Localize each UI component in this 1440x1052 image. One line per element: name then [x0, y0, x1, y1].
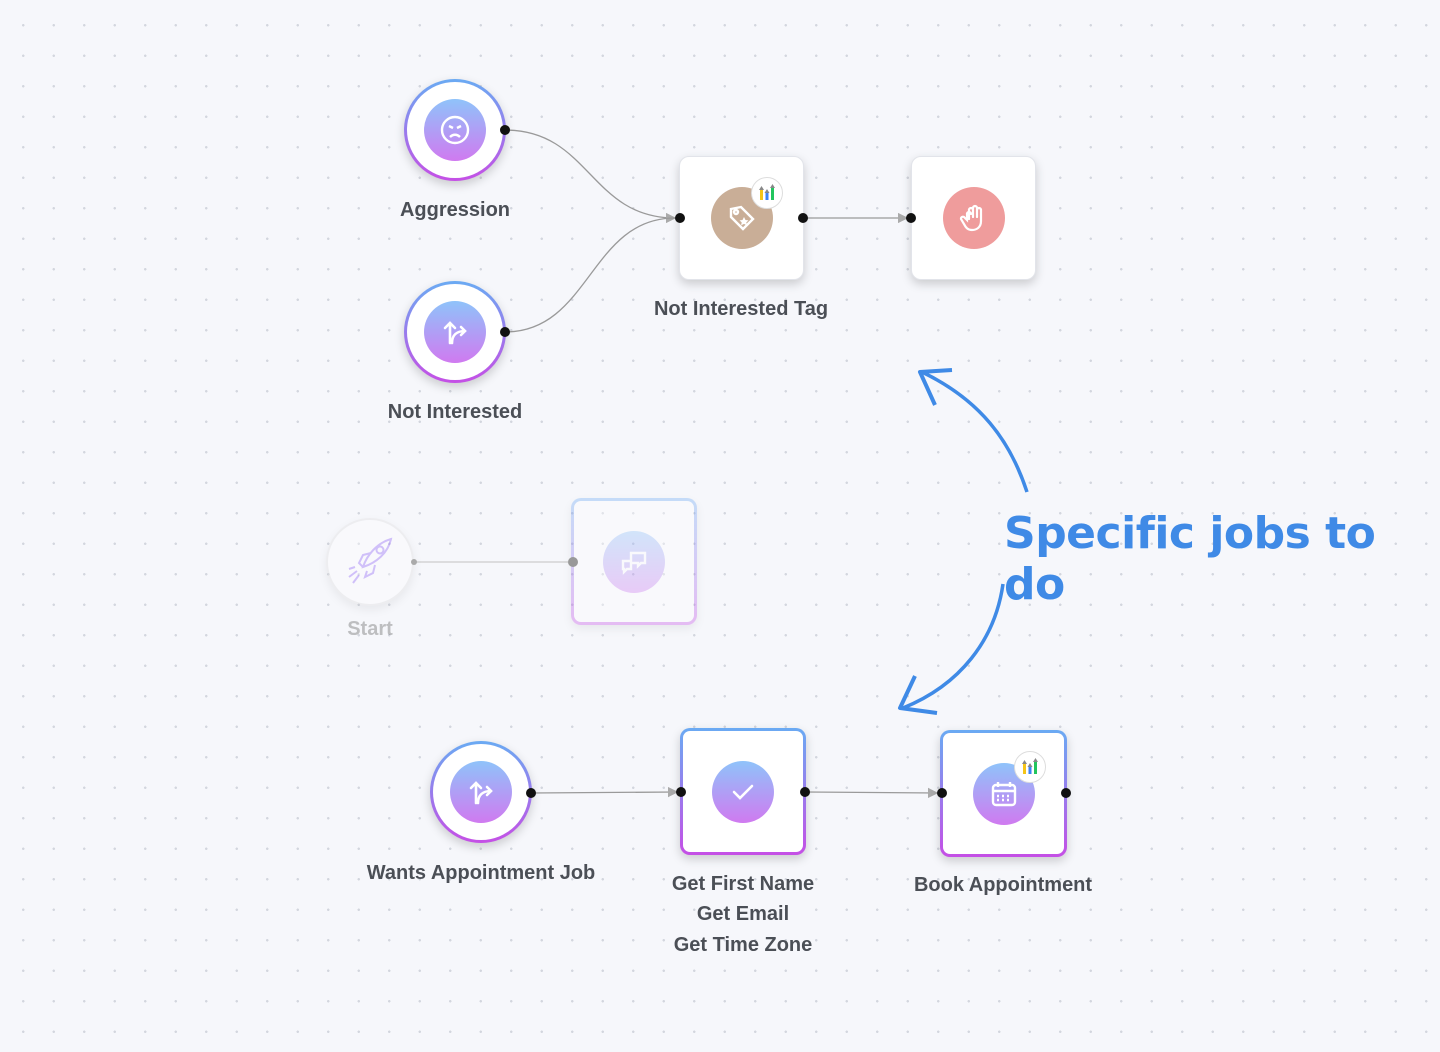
start-label: Start: [347, 618, 393, 640]
chat-bubbles-icon: [603, 530, 665, 593]
annotation-text: Specific jobs to do: [1004, 508, 1376, 610]
start-node[interactable]: [326, 518, 414, 606]
stop-node[interactable]: [911, 156, 1036, 280]
check-icon: [712, 760, 774, 823]
output-handle[interactable]: [526, 788, 536, 798]
not-interested-tag-node[interactable]: [679, 156, 804, 280]
hand-stop-icon: [942, 187, 1005, 249]
edge-aggression-tag: [504, 129, 677, 224]
collect-first-name-label: Get First Name: [671, 873, 815, 895]
input-handle[interactable]: [675, 213, 685, 223]
integration-logo-icon: [751, 177, 783, 209]
output-handle[interactable]: [798, 213, 808, 223]
book-appointment-node[interactable]: [940, 730, 1067, 857]
edge-notinterested-tag: [504, 217, 676, 333]
rocket-icon: [343, 533, 397, 592]
input-handle[interactable]: [906, 213, 916, 223]
collect-timezone-label: Get Time Zone: [673, 934, 813, 956]
output-handle[interactable]: [1061, 788, 1071, 798]
integration-logo-icon: [1014, 751, 1046, 783]
wants-appointment-node[interactable]: [430, 741, 532, 843]
chat-node[interactable]: [571, 498, 697, 625]
edge-collect-book: [805, 787, 939, 799]
collect-email-label: Get Email: [696, 903, 790, 925]
edge-wants-collect: [530, 786, 679, 798]
input-handle[interactable]: [568, 557, 578, 567]
output-handle[interactable]: [411, 559, 417, 565]
input-handle[interactable]: [676, 787, 686, 797]
annotation-arrow-down: [902, 583, 1005, 710]
aggression-label: Aggression: [399, 199, 511, 221]
annotation-arrow-up: [921, 370, 1029, 493]
split-arrow-icon: [424, 301, 486, 363]
split-arrow-icon: [450, 761, 512, 823]
book-appointment-label: Book Appointment: [913, 874, 1093, 896]
output-handle[interactable]: [800, 787, 810, 797]
not-interested-tag-label: Not Interested Tag: [653, 298, 829, 320]
wants-appointment-label: Wants Appointment Job: [366, 862, 596, 884]
collect-info-node[interactable]: [680, 728, 806, 855]
not-interested-label: Not Interested: [387, 401, 523, 423]
angry-face-icon: [424, 99, 486, 161]
output-handle[interactable]: [500, 327, 510, 337]
aggression-node[interactable]: [404, 79, 506, 181]
not-interested-node[interactable]: [404, 281, 506, 383]
input-handle[interactable]: [937, 788, 947, 798]
output-handle[interactable]: [500, 125, 510, 135]
